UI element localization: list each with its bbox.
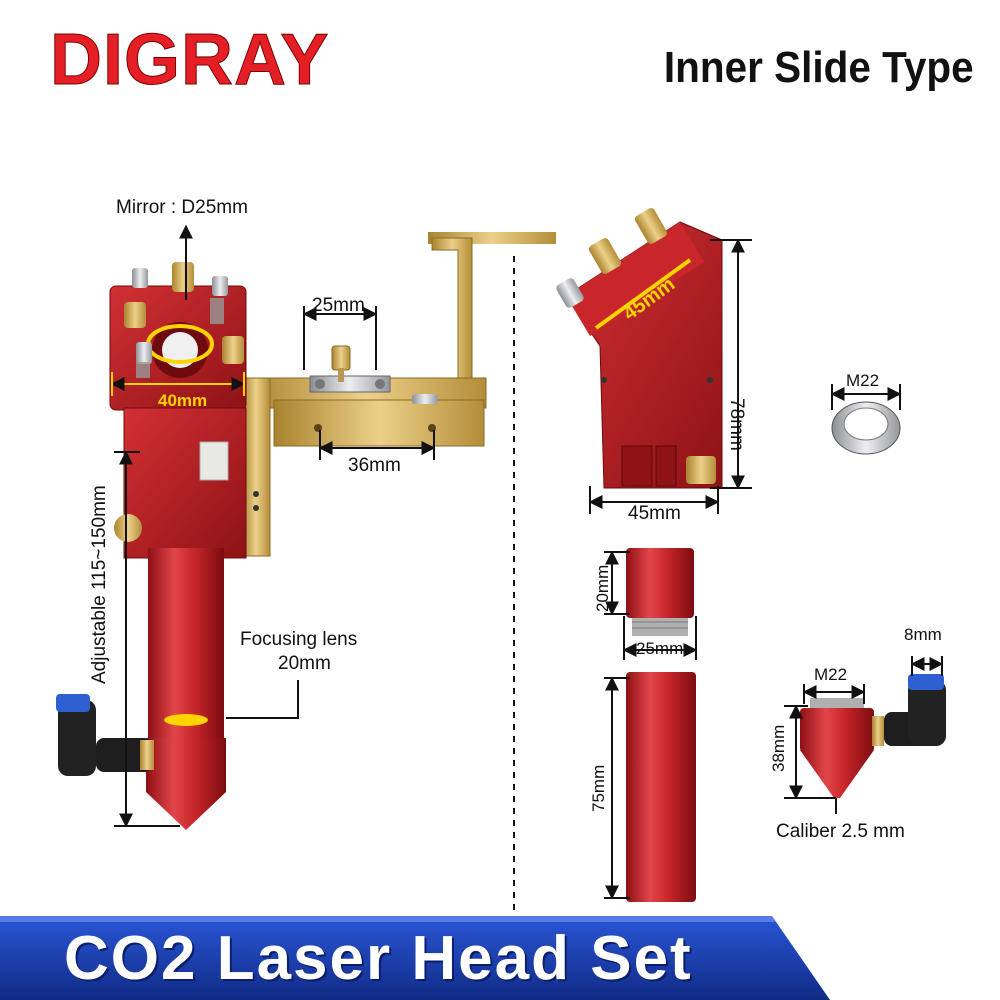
product-type-title: Inner Slide Type bbox=[664, 43, 974, 92]
m22-ring bbox=[831, 401, 901, 455]
label-tube-top-height: 20mm bbox=[593, 564, 612, 612]
adjustment-screws bbox=[124, 262, 244, 378]
label-bracket-bottom: 36mm bbox=[348, 455, 401, 476]
label-adjustable: Adjustable 115~150mm bbox=[89, 485, 110, 684]
label-caliber: Caliber 2.5 mm bbox=[776, 821, 905, 842]
brand-logo: DIGRAY bbox=[49, 20, 330, 100]
mirror-mount-45 bbox=[556, 208, 723, 489]
dimension-lines-nozzle bbox=[784, 656, 944, 814]
focus-tube bbox=[148, 548, 224, 740]
banner-title: CO2 Laser Head Set bbox=[64, 924, 693, 993]
nozzle-cone bbox=[146, 738, 226, 830]
label-tube-top-diameter: 25mm bbox=[636, 639, 684, 658]
dimension-lines-mount bbox=[588, 238, 752, 514]
label-focusing-lens-size: 20mm bbox=[278, 653, 331, 674]
bracket-vertical-plate bbox=[241, 377, 271, 557]
label-fitting-width: 8mm bbox=[904, 625, 942, 644]
label-bracket-top: 25mm bbox=[312, 295, 365, 316]
label-mount-width: 40mm bbox=[158, 391, 208, 410]
label-mount-height: 78mm bbox=[726, 398, 747, 451]
label-mount-width-45: 45mm bbox=[628, 503, 681, 524]
focusing-lens-marker bbox=[164, 714, 208, 726]
label-ring-thread: M22 bbox=[846, 371, 880, 390]
long-tube bbox=[626, 672, 696, 902]
label-focusing-lens: Focusing lens bbox=[240, 629, 358, 650]
head-body bbox=[123, 407, 247, 559]
short-tube bbox=[626, 548, 694, 636]
label-tube-long-height: 75mm bbox=[589, 764, 608, 812]
dimension-lines-left bbox=[110, 224, 436, 828]
laser-head-assembly bbox=[56, 232, 556, 830]
dimension-lines-tubes bbox=[604, 550, 698, 900]
nozzle-assembly bbox=[800, 674, 946, 798]
diag-45-line bbox=[594, 258, 692, 330]
label-nozzle-height: 38mm bbox=[769, 724, 788, 772]
banner-bar bbox=[0, 916, 830, 1000]
air-fitting-left bbox=[56, 694, 154, 776]
label-mirror: Mirror : D25mm bbox=[116, 197, 248, 218]
label-nozzle-thread: M22 bbox=[814, 665, 848, 684]
